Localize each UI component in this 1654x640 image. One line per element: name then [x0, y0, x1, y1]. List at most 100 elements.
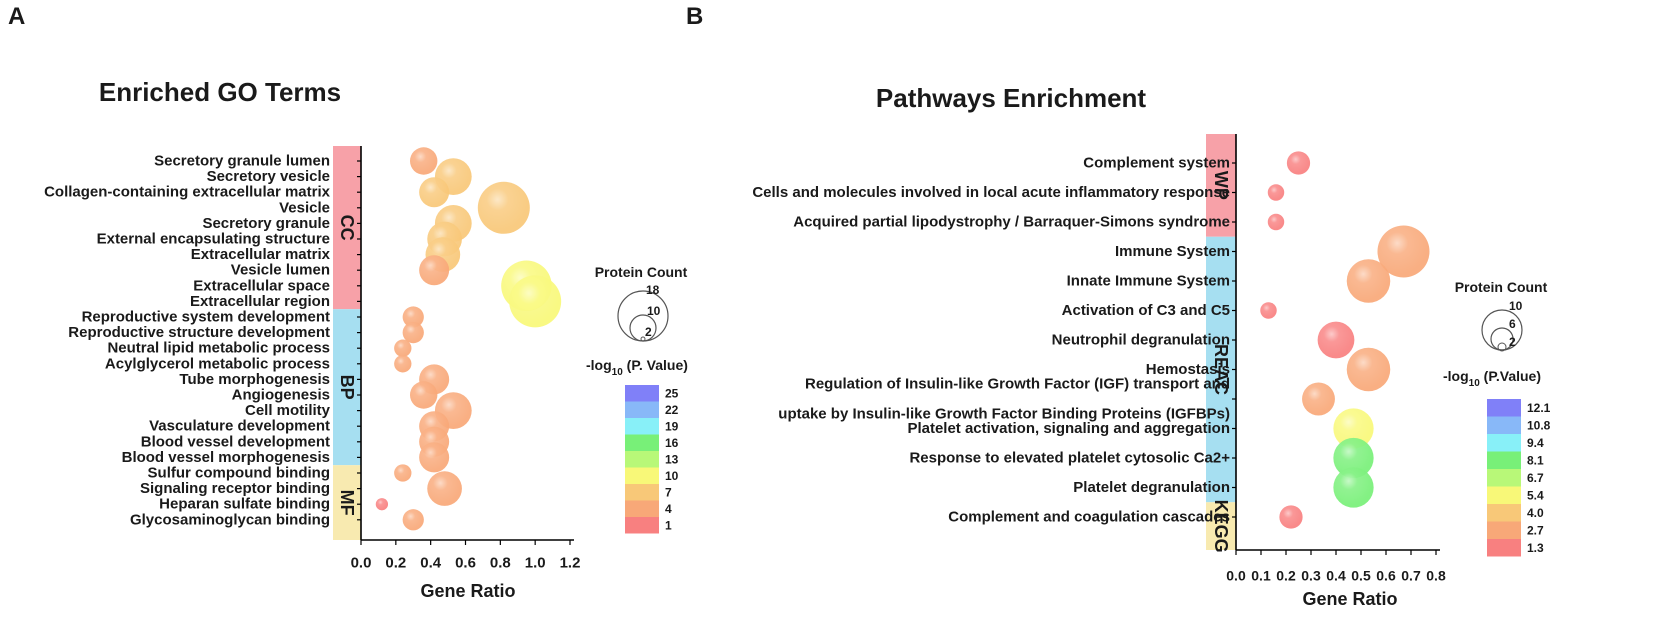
- go-term-label: Extracellular region: [190, 293, 330, 310]
- go-bubble-highlight: [402, 509, 424, 531]
- pathway-term-label: Immune System: [1115, 243, 1230, 260]
- pathway-bubble-highlight: [1260, 302, 1277, 319]
- pathway-color-legend: -log10 (P.Value) 12.110.89.48.16.75.44.0…: [1443, 368, 1551, 557]
- pathway-color-legend-swatch: [1487, 434, 1521, 452]
- go-bubble-highlight: [409, 381, 438, 409]
- pathway-color-legend-label: 1.3: [1527, 541, 1544, 555]
- go-color-legend-swatch: [625, 484, 659, 501]
- pathway-size-legend: Protein Count 10 6 2: [1455, 279, 1548, 352]
- go-term-label: Heparan sulfate binding: [159, 496, 330, 513]
- go-color-legend-label: 13: [665, 452, 679, 466]
- go-color-legend-label: 16: [665, 436, 679, 450]
- go-bubble-highlight: [419, 177, 450, 208]
- go-x-tick-label: 0.2: [385, 554, 406, 571]
- go-bubble-highlight: [402, 306, 424, 328]
- go-x-tick-label: 0.4: [420, 554, 442, 571]
- go-term-label: Reproductive system development: [82, 309, 330, 326]
- pathway-term-label: Cells and molecules involved in local ac…: [752, 184, 1230, 201]
- go-term-label: Blood vessel morphogenesis: [122, 449, 330, 466]
- pathway-size-legend-title: Protein Count: [1455, 279, 1548, 295]
- pathway-bubble-highlight: [1333, 408, 1374, 449]
- go-color-legend-title: -log10 (P. Value): [586, 357, 688, 378]
- pathway-group-band-wp: [1206, 134, 1236, 237]
- go-bubble-highlight: [394, 355, 412, 373]
- pathway-x-axis-label: Gene Ratio: [1302, 589, 1397, 609]
- pathway-color-legend-label: 5.4: [1527, 488, 1544, 502]
- go-term-label: Secretory vesicle: [207, 168, 330, 185]
- pathway-bubble-highlight: [1346, 259, 1391, 303]
- go-bubble-highlight: [402, 321, 424, 344]
- pathway-group-label-kegg: KEGG: [1211, 500, 1231, 553]
- go-color-legend-label: 19: [665, 419, 679, 433]
- pathway-color-legend-swatch: [1487, 416, 1521, 434]
- pathway-bubble-highlight: [1333, 437, 1374, 479]
- pathway-size-legend-value-1: 6: [1509, 317, 1516, 331]
- go-term-label: Reproductive structure development: [68, 324, 330, 341]
- pathway-bubble-highlight: [1279, 505, 1303, 529]
- pathway-term-label: Regulation of Insulin-like Growth Factor…: [805, 376, 1230, 393]
- go-term-label: Acylglycerol metabolic process: [105, 355, 330, 372]
- pathway-color-legend-label: 6.7: [1527, 471, 1544, 485]
- go-term-label: Neutral lipid metabolic process: [107, 340, 330, 357]
- go-size-legend: Protein Count 18 10 2: [595, 264, 688, 342]
- pathway-bubble-highlight: [1346, 347, 1391, 392]
- pathway-color-legend-label: 12.1: [1527, 401, 1551, 415]
- go-bubble-highlight: [394, 464, 412, 482]
- go-bubble-highlight: [375, 498, 389, 511]
- go-bubble-highlight: [419, 255, 450, 286]
- pathway-group-band-kegg: [1206, 502, 1236, 550]
- pathway-bubbles: [1260, 151, 1430, 529]
- pathway-color-legend-label: 9.4: [1527, 436, 1544, 450]
- go-bubble-highlight: [477, 181, 530, 234]
- pathway-term-label: Complement system: [1083, 155, 1230, 172]
- go-bubble-highlight: [419, 442, 450, 473]
- go-group-band-mf: [333, 465, 361, 540]
- go-color-legend-swatch: [625, 451, 659, 468]
- pathway-size-legend-circle-mid: [1490, 327, 1514, 351]
- pathway-term-label: Activation of C3 and C5: [1062, 302, 1230, 319]
- pathway-group-label-wp: WP: [1211, 171, 1231, 200]
- go-term-label: Extracellular matrix: [191, 246, 331, 263]
- go-group-band-bp: [333, 309, 361, 466]
- go-bubble-highlight: [394, 339, 412, 357]
- go-group-band-cc: [333, 146, 361, 310]
- pathway-term-label: Response to elevated platelet cytosolic …: [909, 450, 1230, 467]
- panel-label-a: A: [8, 3, 25, 30]
- go-group-label-mf: MF: [337, 490, 357, 516]
- pathway-term-label: Acquired partial lipodystrophy / Barraqu…: [793, 214, 1230, 231]
- pathway-color-legend-swatch: [1487, 521, 1521, 539]
- go-color-legend-swatch: [625, 500, 659, 517]
- pathway-x-tick-label: 0.2: [1276, 567, 1296, 583]
- go-color-legend-label: 7: [665, 485, 672, 499]
- go-term-label: Vasculature development: [149, 418, 330, 435]
- go-color-legend-swatch: [625, 467, 659, 484]
- go-color-legend-swatch: [625, 418, 659, 435]
- go-color-legend-swatch: [625, 401, 659, 418]
- pathway-bubble-highlight: [1267, 184, 1285, 201]
- pathway-size-legend-value-0: 10: [1509, 299, 1523, 313]
- go-size-legend-title: Protein Count: [595, 264, 688, 280]
- go-term-label: Tube morphogenesis: [179, 371, 330, 388]
- go-color-legend-label: 4: [665, 502, 672, 516]
- pathway-bubble-highlight: [1302, 382, 1335, 416]
- pathway-color-legend-swatch: [1487, 399, 1521, 417]
- pathway-color-legend-label: 4.0: [1527, 506, 1544, 520]
- go-term-label: Collagen-containing extracellular matrix: [44, 184, 331, 201]
- pathway-color-legend-swatch: [1487, 451, 1521, 469]
- go-size-legend-value-0: 18: [646, 283, 660, 297]
- pathway-color-legend-label: 2.7: [1527, 523, 1544, 537]
- pathway-bubble-highlight: [1267, 213, 1285, 231]
- pathway-term-label: Innate Immune System: [1067, 273, 1230, 290]
- pathway-term-label: Complement and coagulation cascades: [948, 509, 1230, 526]
- go-size-legend-circle-small: [640, 336, 646, 342]
- go-term-label: External encapsulating structure: [97, 231, 330, 248]
- go-term-label: Secretory granule: [202, 215, 330, 232]
- go-color-legend-swatch: [625, 434, 659, 451]
